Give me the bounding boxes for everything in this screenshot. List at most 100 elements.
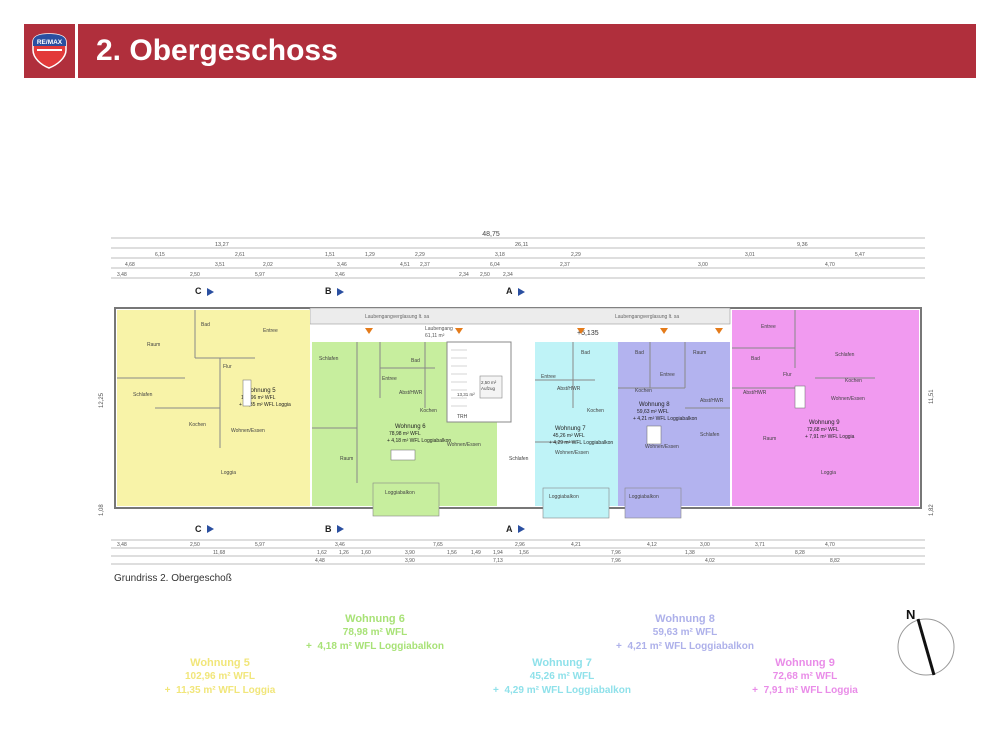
unit-8-area-text: 59,63 m² WFL [637, 409, 669, 415]
north-compass-icon: N [888, 605, 968, 690]
dim-top-15: 2,02 [263, 262, 273, 268]
unit-9-name: Wohnung 9 [809, 420, 840, 426]
dimension-lines-bottom [111, 539, 925, 565]
legend-unit-8-extra: 4,21 m² WFL Loggiabalkon [627, 641, 754, 652]
dim-bottom-16: 3,90 [405, 550, 415, 556]
section-arrow-c-top [207, 288, 214, 296]
logo-text: RE/MAX [37, 39, 63, 46]
legend-unit-9-area: 72,68 m² WFL [772, 671, 838, 682]
dim-bottom-13: 1,62 [317, 550, 327, 556]
dim-top-17: 4,51 [400, 262, 410, 268]
unit-5-room-raum: Raum [147, 342, 160, 348]
unit-6-loggiabalkon [372, 482, 440, 517]
unit-8-loggiabalkon [624, 487, 682, 519]
unit-5-dining-table [242, 379, 252, 407]
legend-unit-9-title: Wohnung 9 [775, 657, 835, 669]
entrance-marker-2 [455, 328, 463, 334]
dim-bottom-26: 7,13 [493, 558, 503, 564]
unit-9-extra-text: + 7,91 m² WFL Loggia [805, 434, 855, 440]
legend-unit-7-area: 45,26 m² WFL [529, 671, 595, 682]
unit-9-area-text: 72,68 m² WFL [807, 427, 839, 433]
dim-bottom-23: 1,94 [493, 550, 503, 556]
legend-unit-6-title: Wohnung 6 [345, 613, 405, 625]
legend-unit-9-extra: 7,91 m² WFL Loggia [763, 685, 858, 696]
stair-steps [451, 349, 467, 407]
unit-9-room-schlafen: Schlafen [835, 352, 855, 358]
header-bar: RE/MAX 2. Obergeschoss [24, 24, 976, 78]
unit-7-walls [535, 342, 595, 443]
unit-6-area-text: 78,98 m² WFL [389, 431, 421, 437]
unit-6-room-bad: Bad [411, 358, 420, 364]
unit-9-area [732, 310, 919, 506]
unit-8-room-raum: Raum [693, 350, 706, 356]
unit-7-name: Wohnung 7 [555, 426, 586, 432]
legend-unit-7-extra: 4,29 m² WFL Loggiabalkon [504, 685, 631, 696]
dim-top-1: 13,27 [215, 242, 229, 248]
unit-8-room-wohnen: Wohnen/Essen [645, 444, 679, 450]
dim-bottom-27: 7,96 [611, 558, 621, 564]
section-arrow-b-top [337, 288, 344, 296]
section-mark-c-bottom: C [195, 524, 202, 534]
dimension-lines-top [111, 237, 925, 279]
dim-bottom-9: 3,00 [700, 542, 710, 548]
corridor-area: 61,11 m² [425, 333, 445, 339]
dim-bottom-29: 8,82 [830, 558, 840, 564]
unit-5-room-entree: Entree [263, 328, 278, 334]
unit-8-room-abst: Abst/HWR [700, 398, 724, 404]
legend-unit-8: Wohnung 8 59,63 m² WFL + 4,21 m² WFL Log… [610, 612, 760, 654]
dim-left-1: 12,25 [99, 392, 105, 408]
unit-5-room-schlafen: Schlafen [133, 392, 153, 398]
dim-top-12: 5,47 [855, 252, 865, 258]
unit-7-room-schlafen: Schlafen [509, 456, 529, 462]
dim-top-26: 3,46 [335, 272, 345, 278]
dim-bottom-21: 1,38 [685, 550, 695, 556]
legend-unit-5: Wohnung 5 102,96 m² WFL + 11,35 m² WFL L… [150, 656, 290, 698]
unit-7-area-text: 45,26 m² WFL [553, 433, 585, 439]
unit-9-walls [732, 310, 875, 389]
dim-bottom-28: 4,02 [705, 558, 715, 564]
unit-9-room-abst: Abst/HWR [743, 390, 767, 396]
section-mark-c-top: C [195, 286, 202, 296]
dim-top-27: 2,34 [459, 272, 469, 278]
dim-bottom-4: 3,46 [335, 542, 345, 548]
unit-7-room-abst: Abst/HWR [557, 386, 581, 392]
unit-5-room-flur: Flur [223, 364, 232, 370]
unit-6-dining-table [390, 449, 416, 461]
unit-7-room-bad: Bad [581, 350, 590, 356]
dim-top-14: 3,51 [215, 262, 225, 268]
unit-5-walls [117, 310, 255, 448]
legend-unit-9-plus: + [752, 685, 758, 696]
dim-bottom-25: 3,90 [405, 558, 415, 564]
unit-6-room-schlafen: Schlafen [319, 356, 339, 362]
dim-top-13: 4,68 [125, 262, 135, 268]
corridor-label-2: Laubengangverglasung lt. sa [615, 314, 679, 320]
unit-9-room-wohnen: Wohnen/Essen [831, 396, 865, 402]
unit-8-dining-table [646, 425, 662, 445]
unit-7-room-wohnen: Wohnen/Essen [555, 450, 589, 456]
legend-unit-6-plus: + [306, 641, 312, 652]
dim-top-6: 1,51 [325, 252, 335, 258]
dim-bottom-17: 1,56 [447, 550, 457, 556]
dim-bottom-14: 1,26 [339, 550, 349, 556]
dim-top-7: 1,29 [365, 252, 375, 258]
dim-bottom-6: 2,96 [515, 542, 525, 548]
unit-9-room-loggia: Loggia [821, 470, 836, 476]
dim-bottom-11: 4,70 [825, 542, 835, 548]
unit-5-extra-text: + 11,35 m² WFL Loggia [239, 402, 291, 408]
legend-unit-9: Wohnung 9 72,68 m² WFL + 7,91 m² WFL Log… [735, 656, 875, 698]
dim-left-2: 1,08 [99, 504, 105, 516]
section-mark-b-bottom: B [325, 524, 332, 534]
dim-top-10: 2,29 [571, 252, 581, 258]
section-arrow-c-bottom [207, 525, 214, 533]
unit-5-room-wohnen: Wohnen/Essen [231, 428, 265, 434]
lift-area: 2,50 m² [481, 380, 497, 385]
dim-bottom-20: 7,96 [611, 550, 621, 556]
dim-bottom-19: 1,56 [519, 550, 529, 556]
unit-6-room-kochen: Kochen [420, 408, 437, 414]
legend-unit-5-plus: + [164, 685, 171, 696]
dim-top-16: 3,46 [337, 262, 347, 268]
entrance-marker-1 [365, 328, 373, 334]
unit-8-area [618, 342, 730, 506]
dim-bottom-2: 2,50 [190, 542, 200, 548]
lift-label: Aufzug [481, 386, 496, 391]
